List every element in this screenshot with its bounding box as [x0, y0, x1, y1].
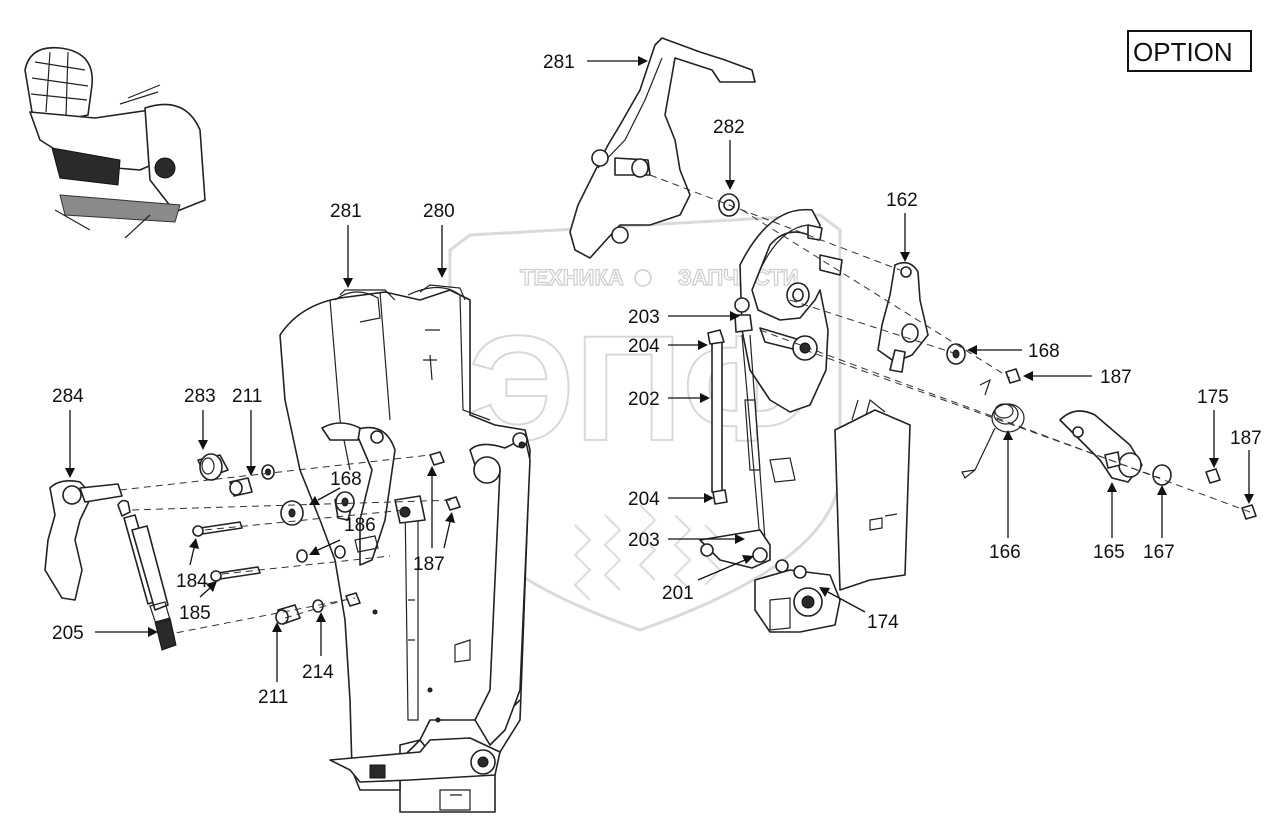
callout-282: 282	[713, 117, 745, 138]
watermark-word-right: ЗАПЧАСТИ	[678, 265, 799, 290]
callout-283: 283	[184, 386, 216, 407]
callout-167: 167	[1143, 542, 1175, 563]
callout-211-bottom: 211	[258, 687, 288, 708]
callout-281-top: 281	[543, 52, 575, 73]
callout-280: 280	[423, 201, 455, 222]
gear-icon	[634, 269, 652, 287]
seat-thumbnail	[24, 46, 206, 239]
callout-168-left: 168	[330, 469, 362, 490]
callout-214: 214	[302, 662, 334, 683]
callout-184: 184	[176, 571, 208, 592]
callout-204-top: 204	[628, 336, 660, 357]
callout-203-bottom: 203	[628, 530, 660, 551]
callout-185: 185	[179, 603, 211, 624]
callout-labels: 281 282 162 203 204 202 168 187 175 187 …	[52, 52, 1262, 708]
callout-281-left: 281	[330, 201, 362, 222]
left-loose-parts	[44, 422, 461, 651]
callout-168-right: 168	[1028, 341, 1060, 362]
callout-211-top: 211	[232, 386, 262, 407]
assembly-lines-right	[649, 174, 1251, 513]
callout-205: 205	[52, 623, 84, 644]
assembly-lines-left	[119, 454, 456, 636]
callout-162: 162	[886, 190, 918, 211]
callout-165: 165	[1093, 542, 1125, 563]
callout-284: 284	[52, 386, 84, 407]
option-label: OPTION	[1133, 37, 1233, 67]
callout-202: 202	[628, 389, 660, 410]
callout-175: 175	[1197, 387, 1229, 408]
callout-186: 186	[344, 515, 376, 536]
callout-166: 166	[989, 542, 1021, 563]
callout-187-right-a: 187	[1100, 367, 1132, 388]
callout-187-left: 187	[413, 554, 445, 575]
wheat-emblem	[573, 504, 722, 601]
watermark-word-left: ТЕХНИКА	[520, 265, 624, 290]
callout-201: 201	[662, 583, 694, 604]
callout-187-right-b: 187	[1230, 428, 1262, 449]
option-tag: OPTION	[1127, 30, 1252, 72]
callout-203-top: 203	[628, 307, 660, 328]
callout-174: 174	[867, 612, 899, 633]
leader-lines	[65, 56, 1254, 682]
left-frame-assembly	[279, 284, 531, 813]
callout-204-bottom: 204	[628, 489, 660, 510]
